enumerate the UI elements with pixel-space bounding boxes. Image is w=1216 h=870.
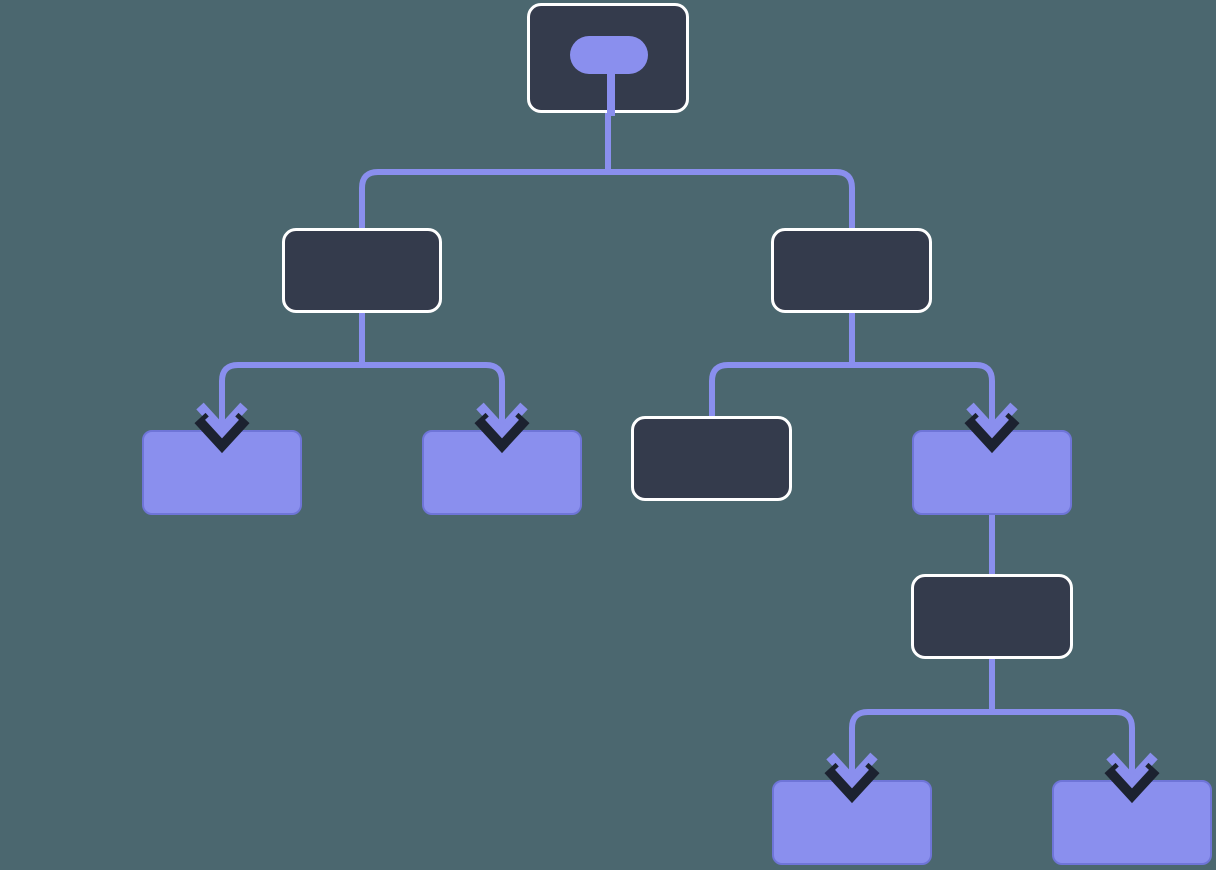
node-root[interactable] bbox=[527, 3, 689, 116]
node-l2-d[interactable] bbox=[912, 430, 1072, 515]
node-l1-left[interactable] bbox=[282, 228, 442, 313]
node-l1-right[interactable] bbox=[771, 228, 932, 313]
root-stem bbox=[607, 66, 615, 116]
node-l3-a[interactable] bbox=[911, 574, 1073, 659]
node-l2-c[interactable] bbox=[631, 416, 792, 501]
node-l4-b[interactable] bbox=[1052, 780, 1212, 865]
node-l2-a[interactable] bbox=[142, 430, 302, 515]
root-pill-shape bbox=[570, 36, 648, 74]
node-l2-b[interactable] bbox=[422, 430, 582, 515]
node-l4-a[interactable] bbox=[772, 780, 932, 865]
